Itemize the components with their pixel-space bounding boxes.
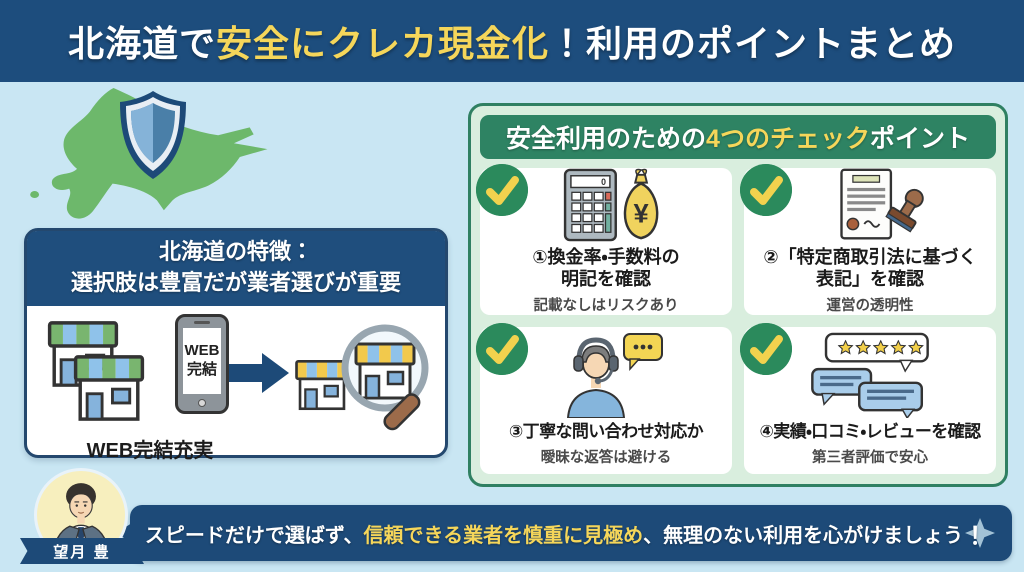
checkpoint-subtext: 記載なしはリスクあり (533, 297, 679, 314)
advice-speech-bubble: スピードだけで選ばず、信頼できる業者を慎重に見極め、無理のない利用を心がけましょ… (116, 505, 1012, 561)
checkpoints-heading: 安全利用のための4つのチェックポイント (480, 115, 996, 159)
checkpoints-panel: 安全利用のための4つのチェックポイント 0 (468, 103, 1008, 487)
hokkaido-feature-card: 北海道の特徴： 選択肢は豊富だが業者選びが重要 WEB 完結 WEB完結充実 (24, 228, 448, 462)
checkpoint-subtext: 運営の透明性 (826, 297, 914, 314)
title-part-white-2: ！利用のポイントまとめ (549, 23, 957, 64)
page-title: 北海道で安全にクレカ現金化！利用のポイントまとめ (68, 15, 956, 67)
checkpoint-subtext: 曖昧な返答は避ける (540, 449, 672, 466)
feature-card-body: WEB 完結 WEB完結充実 (27, 306, 445, 462)
checkpoint-card-2: ②「特定商取引法に基づく 表記」を確認 運営の透明性 (740, 164, 996, 315)
support-operator-icon (566, 333, 663, 419)
heading-part-white-2: ポイント (869, 125, 970, 153)
checkpoint-card-4: ④実績・口コミ・レビューを確認 第三者評価で安心 (740, 323, 996, 474)
magnifier-storefront-icon (295, 324, 429, 430)
checkpoints-grid: 0 ¥ ①換金率・手数料の 明記を確認 記載なしはリスクあり (476, 164, 996, 474)
checkpoint-title: ④実績・口コミ・レビューを確認 (759, 422, 982, 442)
check-icon (476, 164, 528, 216)
advice-exclamation: ！ (969, 522, 994, 550)
checkpoint-title: ②「特定商取引法に基づく 表記」を確認 (763, 246, 977, 290)
heading-part-yellow: 4つのチェック (706, 125, 870, 153)
check-icon (476, 323, 528, 375)
document-stamp-icon (840, 168, 924, 239)
calculator-moneybag-icon: 0 ¥ (563, 168, 659, 241)
title-part-white-1: 北海道で (67, 23, 216, 64)
checkpoint-card-1: 0 ¥ ①換金率・手数料の 明記を確認 記載なしはリスクあり (476, 164, 732, 315)
advice-part-white-2: 、無理のない利用を心がけましょう (643, 524, 964, 547)
phone-screen-label: WEB 完結 (183, 327, 221, 394)
shield-icon (120, 91, 186, 179)
advice-part-yellow: 信頼できる業者を慎重に見極め (363, 524, 644, 547)
advisor-name-ribbon: 望月 豊 (20, 538, 144, 564)
smartphone-icon: WEB 完結 (175, 313, 229, 414)
review-stars-icon (811, 333, 929, 419)
heading-part-white-1: 安全利用のための (506, 125, 707, 153)
sparkle-icon: ！ (965, 516, 997, 550)
svg-text:¥: ¥ (633, 197, 649, 228)
web-caption: WEB完結充実 (86, 439, 214, 462)
check-icon (740, 323, 792, 375)
storefront-icon (41, 314, 169, 434)
checkpoint-title: ③丁寧な問い合わせ対応か (508, 422, 704, 442)
check-icon (740, 164, 792, 216)
feature-card-title: 北海道の特徴： 選択肢は豊富だが業者選びが重要 (27, 231, 445, 306)
checkpoint-subtext: 第三者評価で安心 (812, 449, 928, 466)
title-bar: 北海道で安全にクレカ現金化！利用のポイントまとめ (0, 0, 1024, 82)
title-part-yellow: 安全にクレカ現金化 (215, 23, 549, 64)
advice-text: スピードだけで選ばず、信頼できる業者を慎重に見極め、無理のない利用を心がけましょ… (145, 516, 997, 550)
svg-text:0: 0 (601, 177, 606, 187)
advisor-name: 望月 豊 (53, 543, 111, 561)
arrow-right-icon (229, 352, 289, 393)
advice-part-white-1: スピードだけで選ばず、 (144, 524, 364, 547)
checkpoint-title: ①換金率・手数料の 明記を確認 (532, 246, 680, 290)
checkpoint-card-3: ③丁寧な問い合わせ対応か 曖昧な返答は避ける (476, 323, 732, 474)
